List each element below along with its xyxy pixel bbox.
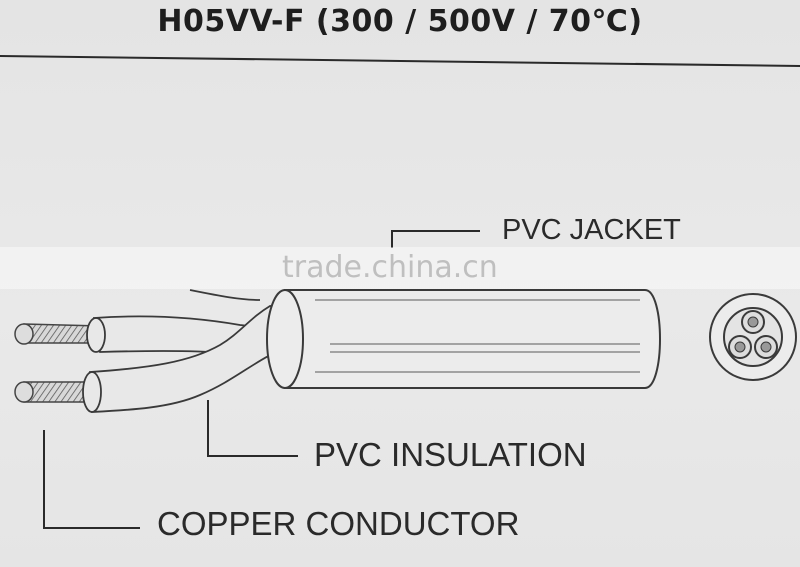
- watermark: trade.china.cn: [282, 250, 498, 285]
- label-copper-conductor: COPPER CONDUCTOR: [157, 505, 520, 542]
- leader-jacket: [391, 230, 480, 248]
- leader-conductor: [43, 430, 140, 529]
- title-underline: [0, 55, 800, 67]
- jacket-lines: [315, 299, 640, 373]
- cable-cross-section: [709, 293, 797, 381]
- watermark-band: [0, 247, 800, 289]
- copper-conductor-bottom: [14, 381, 96, 403]
- insulation-core-back: [189, 289, 261, 301]
- leader-insulation: [207, 400, 298, 457]
- label-pvc-insulation: PVC INSULATION: [314, 436, 587, 473]
- pvc-jacket: [266, 289, 661, 389]
- label-pvc-jacket: PVC JACKET: [502, 214, 681, 246]
- page-title: H05VV-F (300 / 500V / 70℃): [157, 4, 643, 39]
